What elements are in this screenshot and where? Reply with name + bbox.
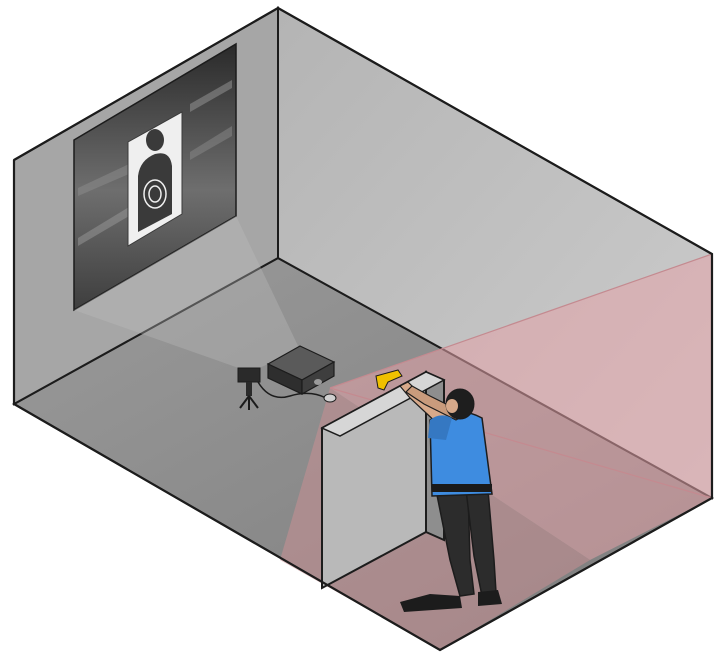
sensor-puck <box>324 394 336 402</box>
